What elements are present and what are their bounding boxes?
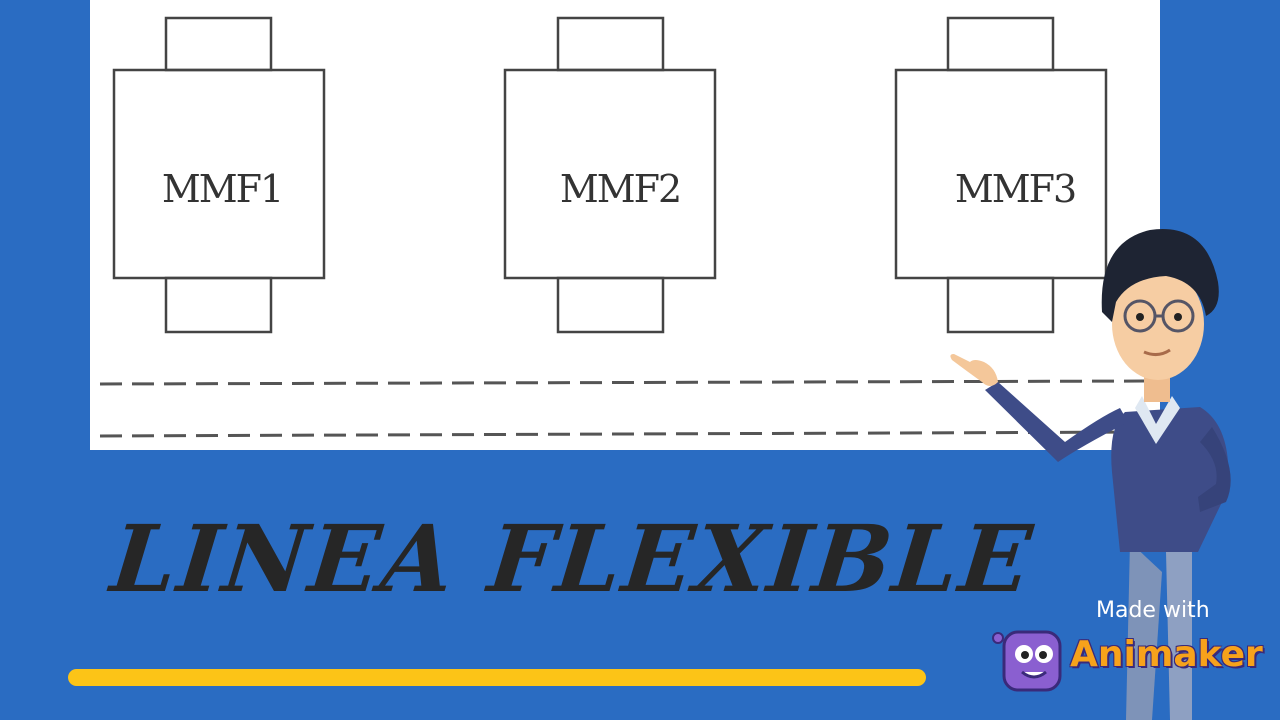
machine-mmf1 (112, 16, 326, 334)
character-leg-left (1126, 542, 1162, 720)
flexible-line-diagram: MMF1 MMF2 MMF3 (99, 16, 1151, 438)
machine-mmf3-bottom-port (946, 276, 1055, 334)
character-mouth (1143, 348, 1171, 357)
character-leg-right (1166, 542, 1192, 720)
character-hand (950, 354, 998, 386)
machine-mmf2-bottom-port (556, 276, 665, 334)
character-head (1112, 268, 1204, 380)
character-arm-pointing (985, 382, 1128, 462)
page-title: LINEA FLEXIBLE (106, 505, 1039, 613)
title-underline-bar (68, 669, 926, 686)
animaker-logo-icon (992, 630, 1062, 692)
machine-mmf3 (894, 16, 1108, 334)
machine-label-mmf1: MMF1 (162, 167, 282, 211)
conveyor-line-upper (99, 379, 1151, 386)
machine-mmf2-top-port (556, 16, 665, 72)
watermark-made-with: Made with (1096, 598, 1210, 623)
conveyor-line-lower (99, 430, 1151, 438)
machine-mmf3-top-port (946, 16, 1055, 72)
diagram-panel: MMF1 MMF2 MMF3 (90, 0, 1160, 450)
character-sweater (1111, 407, 1228, 552)
animaker-watermark[interactable]: Made with Animaker (990, 598, 1263, 698)
machine-mmf2 (503, 16, 717, 334)
character-collar (1135, 396, 1180, 444)
character-arm-hip (1198, 427, 1231, 512)
character-hair (1101, 229, 1219, 322)
machine-mmf1-bottom-port (164, 276, 273, 334)
machine-label-mmf3: MMF3 (955, 167, 1075, 211)
machine-label-mmf2: MMF2 (560, 167, 680, 211)
watermark-brand: Animaker (1070, 634, 1263, 675)
machine-mmf1-top-port (164, 16, 273, 72)
presenter-character (950, 229, 1231, 720)
